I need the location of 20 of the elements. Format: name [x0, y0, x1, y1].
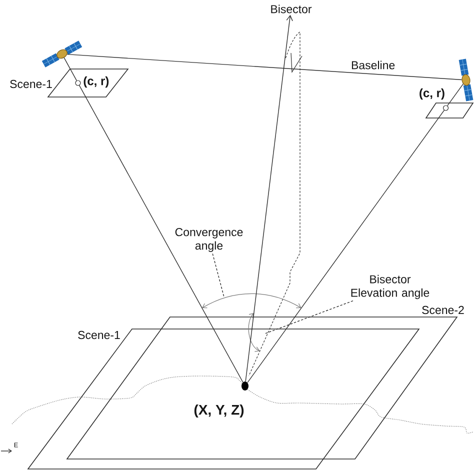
coordinate-label: (c, r): [420, 88, 444, 100]
line: [447, 84, 464, 106]
edge-label: Baseline: [352, 60, 395, 70]
line: [64, 57, 77, 81]
angle-label: Convergence angle: [175, 228, 243, 252]
axis-label: Bisector: [271, 4, 312, 14]
satellite-picture: [458, 58, 474, 102]
line: [78, 85, 244, 382]
leader-line: [264, 300, 354, 334]
line: [66, 54, 462, 80]
scene-label: Scene-1: [10, 80, 52, 88]
line: [247, 110, 444, 383]
coordinate-label: (c, r): [84, 76, 109, 88]
arrow: [245, 14, 293, 382]
satellite-picture: [42, 40, 82, 68]
scene-label: Scene-2: [422, 306, 464, 314]
leader-line: [212, 253, 224, 298]
coordinate-label: (X, Y, Z): [194, 404, 244, 418]
angle-label: Bisector Elevation angle: [351, 274, 430, 300]
scene-label: Scene-1: [78, 330, 120, 340]
